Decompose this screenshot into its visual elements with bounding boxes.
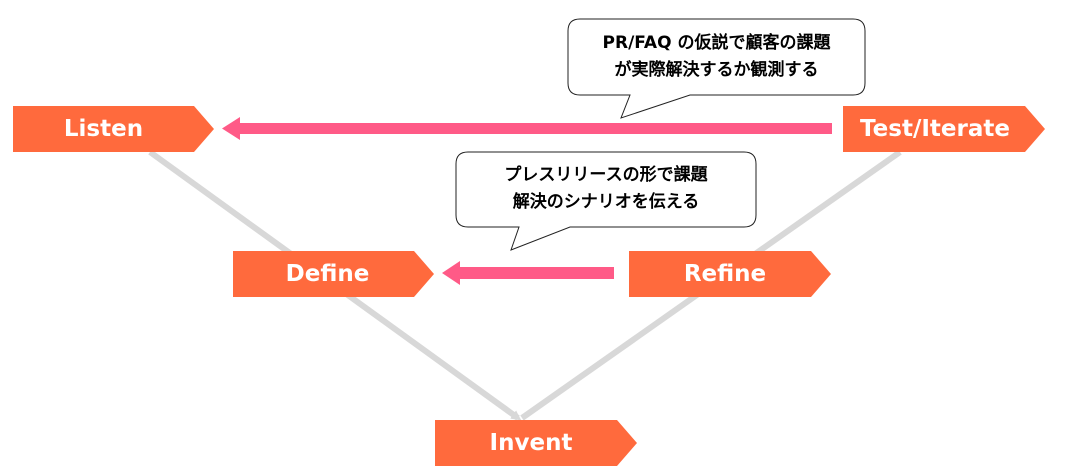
chevron-shape	[233, 251, 434, 297]
stage-invent-label: Invent	[489, 430, 573, 456]
stage-define-label: Define	[285, 261, 370, 287]
callout-press-release: プレスリリースの形で課題 解決のシナリオを伝える	[456, 162, 756, 216]
stage-test-iterate-label: Test/Iterate	[860, 116, 1010, 142]
callout-prfaq-line2: が実際解決するか観測する	[614, 60, 819, 80]
callout-press-release-line1: プレスリリースの形で課題	[504, 165, 708, 185]
stage-refine-label: Refine	[683, 261, 767, 287]
callout-prfaq-bubble	[567, 18, 866, 119]
callout-prfaq: PR/FAQ の仮説で顧客の課題 が実際解決するか観測する	[568, 30, 865, 84]
stage-define: Define	[233, 251, 434, 297]
long-arrow-shaft	[238, 123, 832, 134]
chevron-shape	[13, 106, 214, 152]
stage-listen: Listen	[13, 106, 214, 152]
stage-listen-label: Listen	[63, 116, 144, 142]
long-arrow-head	[222, 117, 240, 140]
stage-invent: Invent	[435, 420, 637, 466]
callout-press-release-line2: 解決のシナリオを伝える	[512, 192, 700, 212]
chevron-shape	[629, 251, 831, 297]
callout-prfaq-line1: PR/FAQ の仮説で顧客の課題	[602, 33, 831, 53]
chevron-shape	[435, 420, 637, 466]
short-arrow-shaft	[458, 267, 614, 279]
short-arrow-head	[442, 261, 460, 285]
stage-test-iterate: Test/Iterate	[843, 106, 1045, 152]
callout-press-release-bubble	[455, 151, 757, 251]
stage-refine: Refine	[629, 251, 831, 297]
chevron-shape	[843, 106, 1045, 152]
